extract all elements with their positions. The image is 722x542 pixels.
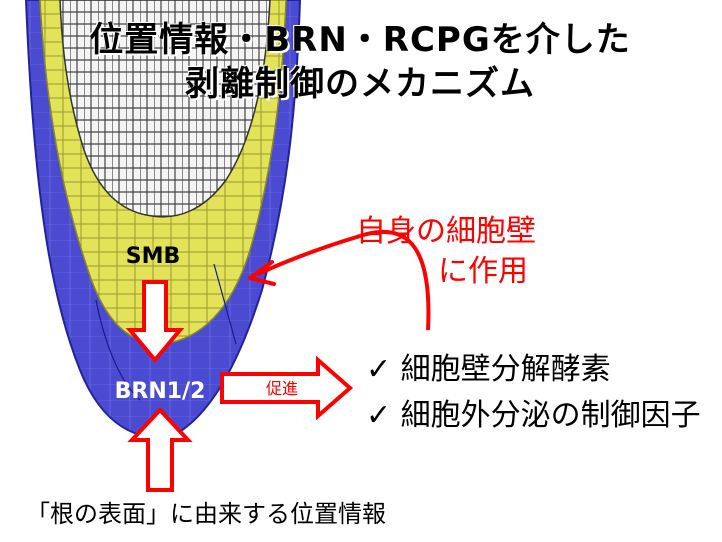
self-cell-wall-curve-arrow [257, 229, 431, 331]
brn-label: BRN1/2 [115, 379, 206, 404]
position-info-caption: 「根の表面」に由来する位置情報 [26, 500, 386, 528]
promote-arrow [220, 355, 354, 421]
cap-outline-right [213, 263, 237, 345]
title-line-2: 剥離制御のメカニズム [185, 64, 535, 104]
title-line-1: 位置情報・BRN・RCPGを介した [89, 20, 631, 60]
smb-label: SMB [126, 244, 181, 269]
self-cell-wall-note-line-2: に作用 [438, 254, 528, 289]
self-cell-wall-note-line-1: 自身の細胞壁 [356, 214, 536, 249]
self-cell-wall-arrowhead [248, 260, 276, 286]
position-info-up-arrow [127, 407, 193, 492]
checklist-item-secretion-regulator: ✓ 細胞外分泌の制御因子 [366, 398, 701, 433]
checklist-item-cell-wall-enzyme: ✓ 細胞壁分解酵素 [366, 352, 611, 387]
promote-label: 促進 [266, 379, 298, 398]
cap-outline-left [95, 299, 141, 401]
inner-cell-region [59, 0, 271, 218]
smb-to-brn-arrow [125, 280, 185, 364]
